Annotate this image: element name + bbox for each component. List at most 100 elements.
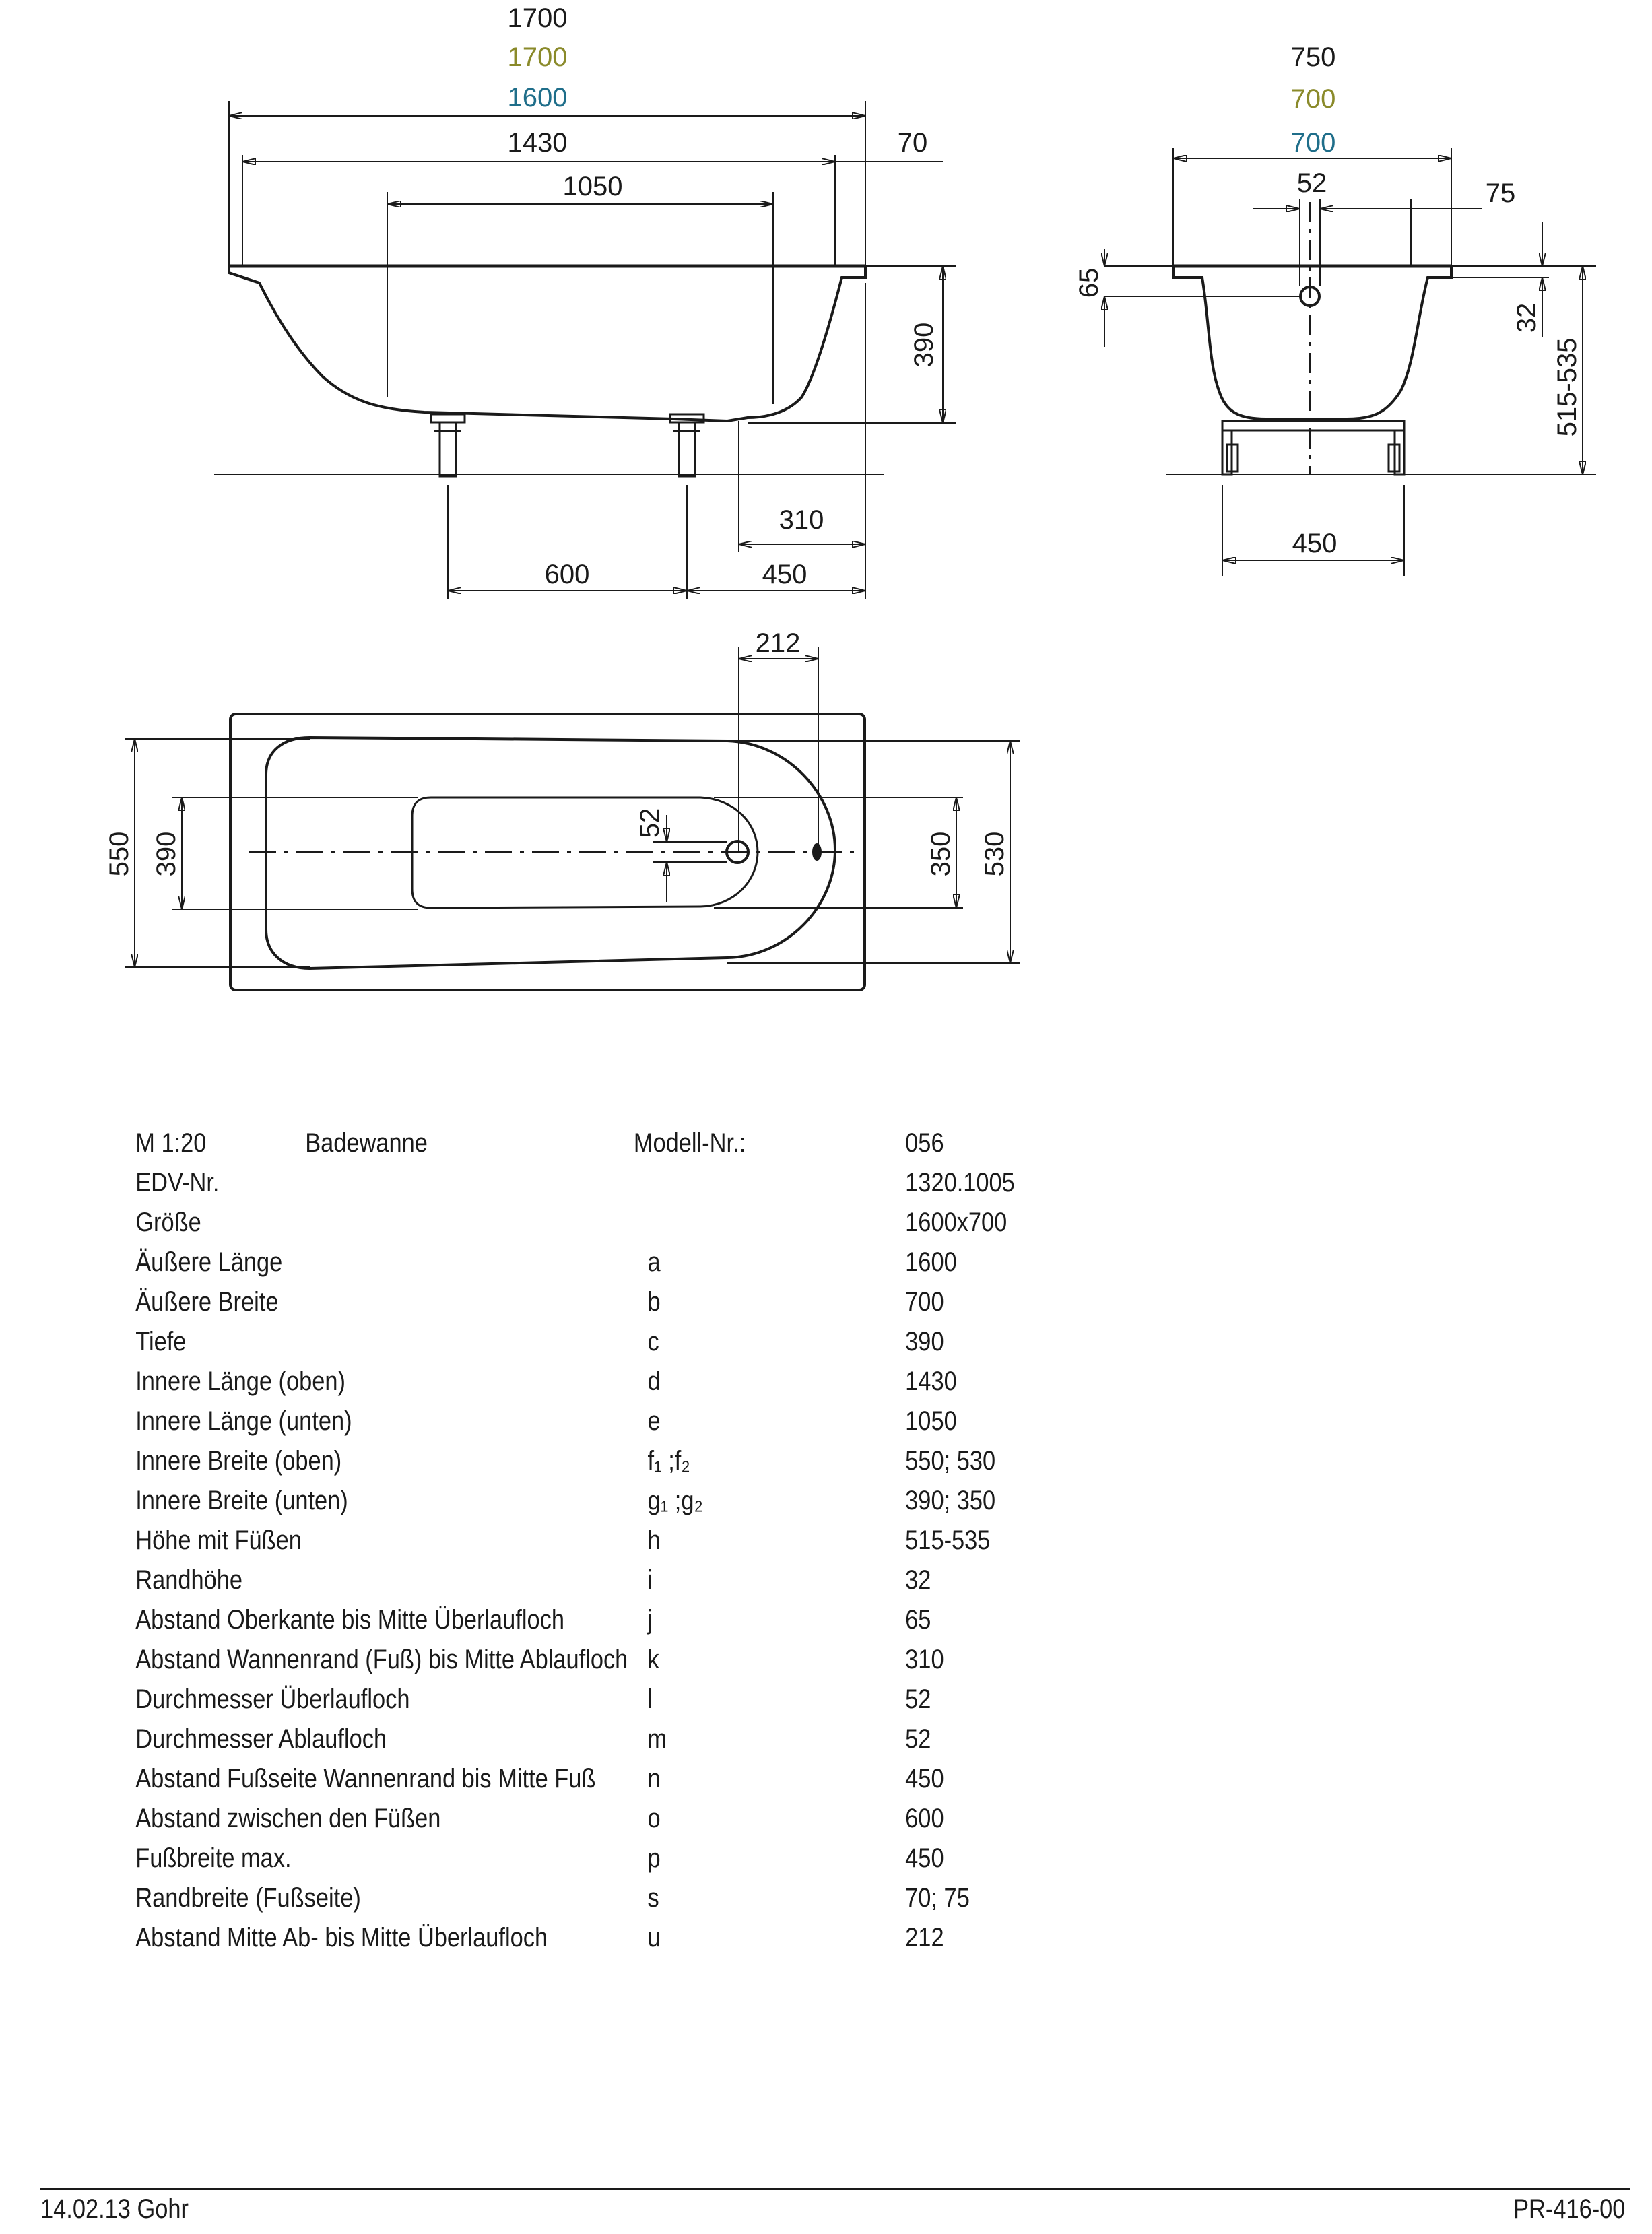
footer-doc-number: PR-416-00: [1513, 2194, 1625, 2224]
dim-52-top: 52: [635, 808, 665, 839]
spec-label: Innere Länge (oben): [135, 1367, 345, 1396]
dim-450-side: 450: [762, 560, 807, 589]
spec-letter: j: [647, 1605, 653, 1635]
spec-letter: k: [647, 1645, 659, 1674]
spec-value: 390: [905, 1327, 944, 1356]
spec-label: Innere Länge (unten): [135, 1406, 352, 1436]
spec-row: Äußere Länge a 1600: [0, 1243, 1421, 1282]
spec-row: EDV-Nr. 1320.1005: [0, 1163, 1421, 1202]
spec-label: Durchmesser Überlaufloch: [135, 1684, 410, 1714]
dim-32: 32: [1512, 303, 1542, 333]
product-name: Badewanne: [305, 1128, 428, 1158]
spec-value: 390; 350: [905, 1486, 996, 1515]
spec-letter: f₁ ;f₂: [647, 1446, 690, 1476]
spec-value: 32: [905, 1565, 931, 1595]
dim-700-b: 700: [1291, 128, 1336, 158]
spec-value: 52: [905, 1724, 931, 1754]
dim-1700-b: 1700: [508, 42, 568, 72]
side-view: [214, 101, 956, 599]
spec-label: Abstand Oberkante bis Mitte Überlaufloch: [135, 1605, 564, 1635]
spec-label: Größe: [135, 1208, 201, 1237]
spec-value: 1320.1005: [905, 1168, 1015, 1197]
top-view-labels: 212 52 550 390 350 530: [104, 628, 1010, 876]
footer-rule: [40, 2188, 1630, 2190]
side-view-labels: 1700 1700 1600 1430 1050 70 390 310 600 …: [508, 3, 939, 589]
spec-letter: d: [647, 1367, 661, 1396]
spec-label: Abstand Wannenrand (Fuß) bis Mitte Ablau…: [135, 1645, 628, 1674]
dim-550: 550: [104, 832, 134, 877]
dim-700-a: 700: [1291, 84, 1336, 114]
spec-letter: g₁ ;g₂: [647, 1486, 703, 1515]
spec-value: 550; 530: [905, 1446, 996, 1476]
spec-label: Randbreite (Fußseite): [135, 1883, 361, 1913]
spec-label: Innere Breite (oben): [135, 1446, 342, 1476]
footer-date-author: 14.02.13 Gohr: [40, 2194, 189, 2224]
spec-value: 212: [905, 1923, 944, 1952]
spec-letter: h: [647, 1525, 661, 1555]
spec-value: 450: [905, 1843, 944, 1873]
spec-value: 1600: [905, 1247, 957, 1277]
spec-value: 1050: [905, 1406, 957, 1436]
dim-75: 75: [1486, 178, 1516, 208]
spec-label: Innere Breite (unten): [135, 1486, 348, 1515]
spec-row: Größe 1600x700: [0, 1203, 1421, 1242]
end-view-labels: 750 700 700 52 75 65 32 515-535 450: [1074, 42, 1582, 558]
spec-letter: a: [647, 1247, 661, 1277]
spec-letter: p: [647, 1843, 661, 1873]
dim-390-top: 390: [152, 832, 181, 877]
spec-row: Fußbreite max. p 450: [0, 1839, 1421, 1878]
dim-1600: 1600: [508, 83, 568, 112]
dim-390: 390: [909, 323, 939, 368]
spec-label: Abstand Mitte Ab- bis Mitte Überlaufloch: [135, 1923, 548, 1952]
dim-65: 65: [1074, 268, 1104, 298]
spec-letter: s: [647, 1883, 659, 1913]
spec-value: 310: [905, 1645, 944, 1674]
spec-value: 52: [905, 1684, 931, 1714]
dim-600: 600: [545, 560, 590, 589]
dim-515-535: 515-535: [1552, 338, 1582, 437]
spec-label: EDV-Nr.: [135, 1168, 220, 1197]
dim-212: 212: [756, 628, 801, 658]
side-view-tub-outline: [228, 265, 867, 423]
dim-1700-a: 1700: [508, 3, 568, 33]
spec-row: Abstand Mitte Ab- bis Mitte Überlaufloch…: [0, 1918, 1421, 1957]
spec-label: Tiefe: [135, 1327, 187, 1356]
spec-header-row: M 1:20 Badewanne Modell-Nr.: 056: [0, 1123, 1421, 1162]
spec-row: Tiefe c 390: [0, 1322, 1421, 1361]
spec-value: 600: [905, 1804, 944, 1833]
spec-value: 450: [905, 1764, 944, 1794]
dim-350: 350: [926, 832, 956, 877]
spec-letter: n: [647, 1764, 661, 1794]
spec-value: 700: [905, 1287, 944, 1317]
spec-row: Randbreite (Fußseite) s 70; 75: [0, 1878, 1421, 1917]
foot-right: [669, 413, 705, 478]
top-view-outer-rim: [229, 713, 866, 991]
dim-1050: 1050: [563, 172, 623, 201]
spec-letter: b: [647, 1287, 661, 1317]
spec-letter: c: [647, 1327, 659, 1356]
spec-letter: m: [647, 1724, 667, 1754]
foot-left: [430, 413, 466, 478]
spec-value: 1600x700: [905, 1208, 1007, 1237]
spec-row: Innere Breite (oben) f₁ ;f₂ 550; 530: [0, 1441, 1421, 1480]
model-value: 056: [905, 1128, 944, 1158]
dim-310: 310: [779, 505, 824, 535]
spec-row: Abstand Fußseite Wannenrand bis Mitte Fu…: [0, 1759, 1421, 1798]
spec-label: Äußere Breite: [135, 1287, 279, 1317]
spec-label: Fußbreite max.: [135, 1843, 292, 1873]
spec-value: 70; 75: [905, 1883, 970, 1913]
spec-label: Durchmesser Ablaufloch: [135, 1724, 387, 1754]
spec-label: Äußere Länge: [135, 1247, 283, 1277]
spec-label: Abstand zwischen den Füßen: [135, 1804, 441, 1833]
spec-label: Höhe mit Füßen: [135, 1525, 302, 1555]
scale-label: M 1:20: [135, 1128, 207, 1158]
spec-value: 515-535: [905, 1525, 991, 1555]
dim-450-end: 450: [1292, 529, 1337, 558]
spec-letter: i: [647, 1565, 653, 1595]
model-label: Modell-Nr.:: [633, 1128, 746, 1158]
spec-row: Äußere Breite b 700: [0, 1282, 1421, 1321]
